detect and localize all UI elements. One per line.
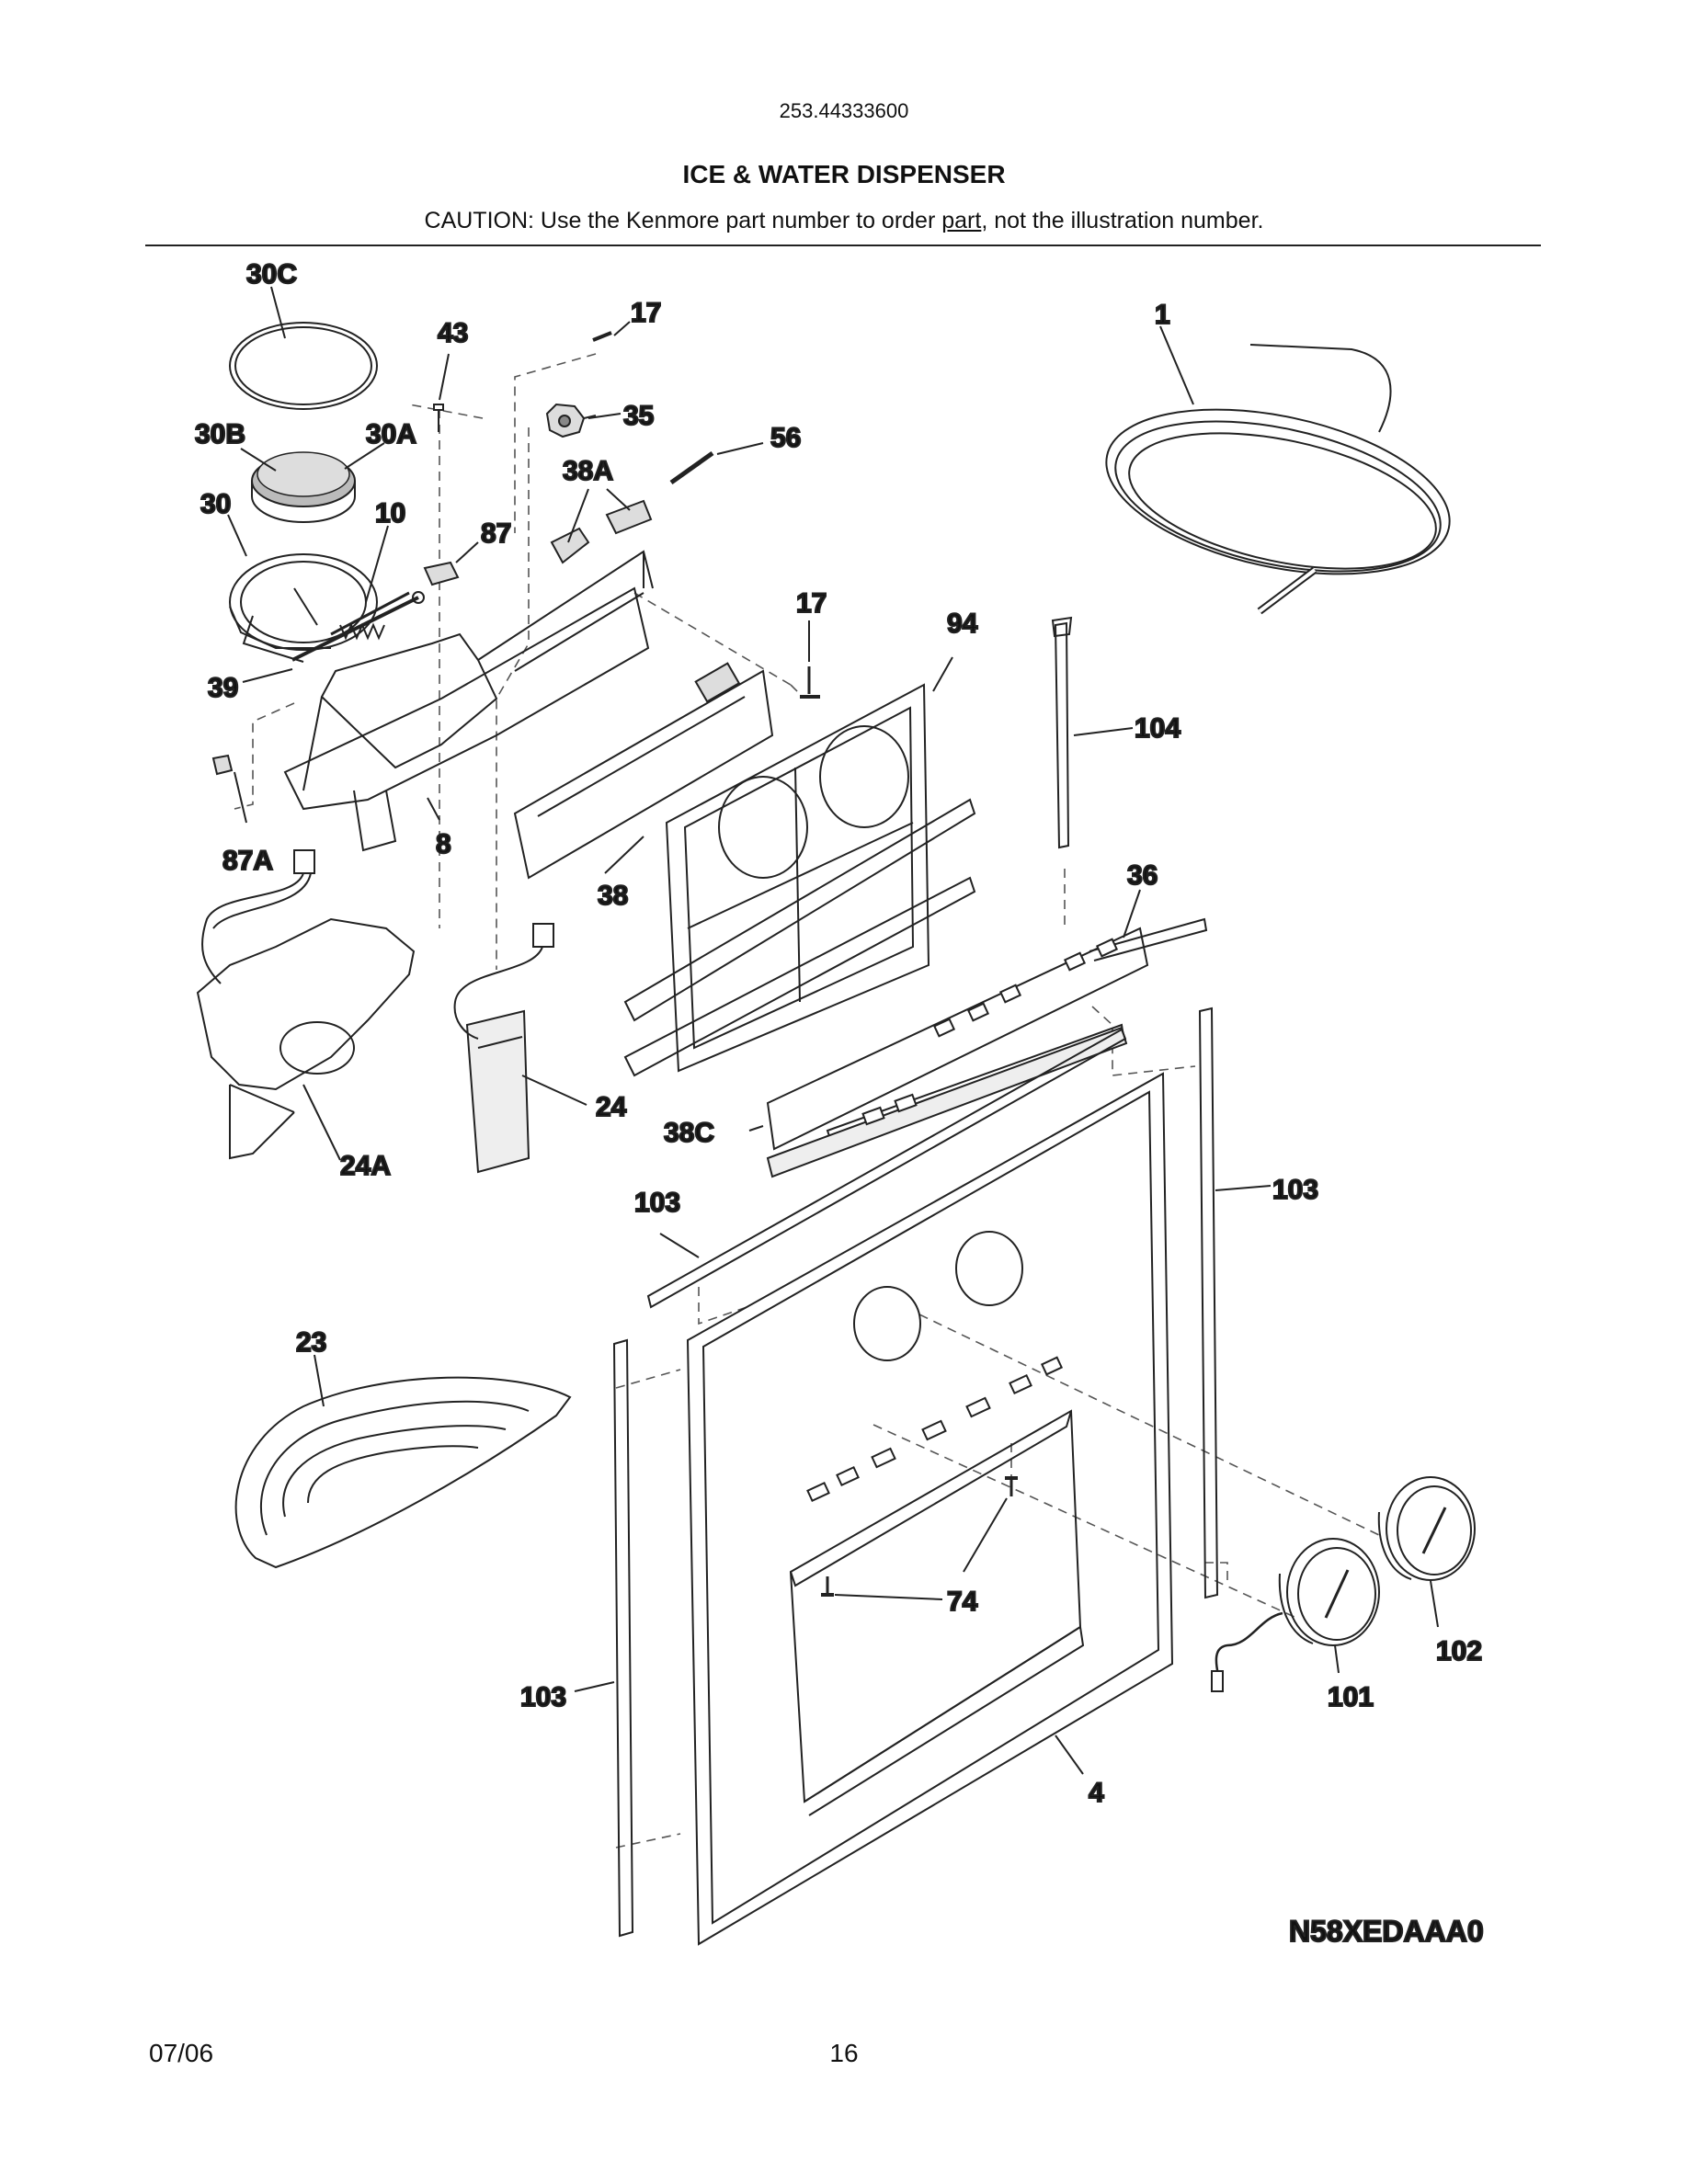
- part-38c-membrane: [766, 1023, 1128, 1178]
- caution-note: CAUTION: Use the Kenmore part number to …: [0, 208, 1688, 234]
- callout-39: 39: [208, 673, 238, 703]
- footer-date: 07/06: [149, 2039, 214, 2067]
- callout-4: 4: [1089, 1778, 1104, 1808]
- part-1-tubing-coil: [1105, 344, 1451, 615]
- part-30c-ring: [229, 322, 378, 410]
- callout-10: 10: [375, 498, 405, 529]
- diagram-code: N58XEDAAA0: [1289, 1915, 1484, 1948]
- callout-17-top: 17: [631, 298, 661, 328]
- part-8-housing: [283, 550, 654, 852]
- part-23-drip-tray: [234, 1376, 572, 1569]
- callout-1: 1: [1155, 300, 1170, 330]
- part-43-screw: [433, 404, 444, 432]
- callout-17-mid: 17: [796, 588, 827, 619]
- part-87a-clip: [211, 754, 234, 776]
- part-24-solenoid: [453, 923, 554, 1174]
- part-10-spring: [330, 591, 410, 641]
- callout-87a: 87A: [222, 846, 273, 876]
- part-38a-actuators: [550, 499, 653, 564]
- part-74-screws: [821, 1476, 1018, 1597]
- callout-38c: 38C: [664, 1118, 714, 1148]
- callout-103-top: 103: [634, 1188, 680, 1218]
- part-30-housing: [229, 553, 378, 663]
- caution-text-start: CAUTION: Use the Kenmore part number to …: [424, 208, 942, 233]
- callout-30: 30: [200, 489, 231, 519]
- part-4-front-panel: [686, 1072, 1174, 1946]
- page-number: 16: [829, 2039, 859, 2067]
- callout-38a: 38A: [563, 456, 613, 486]
- callout-30c: 30C: [246, 259, 297, 290]
- callout-36: 36: [1127, 860, 1158, 891]
- caution-text-end: , not the illustration number.: [981, 208, 1264, 233]
- part-56-pin: [669, 450, 714, 485]
- part-17-screw-mid: [800, 666, 820, 699]
- callout-104: 104: [1135, 713, 1180, 744]
- part-24a-motor: [196, 849, 416, 1160]
- callout-56: 56: [770, 423, 801, 453]
- part-36-switch-board: [766, 917, 1208, 1151]
- model-number: 253.44333600: [779, 99, 909, 122]
- callout-30b: 30B: [195, 419, 245, 449]
- callout-24: 24: [596, 1092, 627, 1122]
- part-103-right-gasket: [1198, 1007, 1219, 1599]
- part-87-clip: [423, 561, 460, 586]
- part-102-dial: [1377, 1476, 1476, 1581]
- callout-103-right: 103: [1272, 1175, 1318, 1205]
- page-title: ICE & WATER DISPENSER: [682, 160, 1006, 188]
- callout-102: 102: [1436, 1636, 1482, 1666]
- part-103-left-gasket: [612, 1338, 634, 1938]
- header-divider: [145, 245, 1541, 246]
- part-38-control-board: [513, 662, 774, 880]
- callout-24a: 24A: [340, 1151, 391, 1181]
- callout-87: 87: [481, 518, 511, 549]
- part-104-strip: [1051, 616, 1073, 849]
- callout-30a: 30A: [366, 419, 416, 449]
- callout-74: 74: [947, 1587, 978, 1617]
- callout-leader-lines: [227, 286, 1439, 1775]
- callout-103-left: 103: [520, 1682, 566, 1712]
- callout-94: 94: [947, 609, 978, 639]
- part-101-dial: [1211, 1538, 1380, 1692]
- assembly-guide-lines: [234, 353, 1380, 1848]
- part-35-switch: [545, 403, 597, 438]
- callout-8: 8: [436, 829, 451, 859]
- part-94-frame: [623, 683, 976, 1077]
- caution-underlined-word: part: [941, 208, 982, 233]
- part-callouts: 30C 43 17 1 35 30B 30A 56 38A 30 10 87 1…: [194, 258, 1483, 1809]
- callout-23: 23: [296, 1327, 326, 1358]
- callout-35: 35: [623, 401, 654, 431]
- part-103-top-gasket: [646, 1028, 1127, 1309]
- part-17-screw-top: [592, 331, 612, 342]
- callout-38: 38: [598, 881, 628, 911]
- part-39-axle: [291, 596, 419, 662]
- callout-101: 101: [1328, 1682, 1374, 1712]
- callout-43: 43: [438, 318, 468, 348]
- part-30b-filter: [251, 451, 356, 523]
